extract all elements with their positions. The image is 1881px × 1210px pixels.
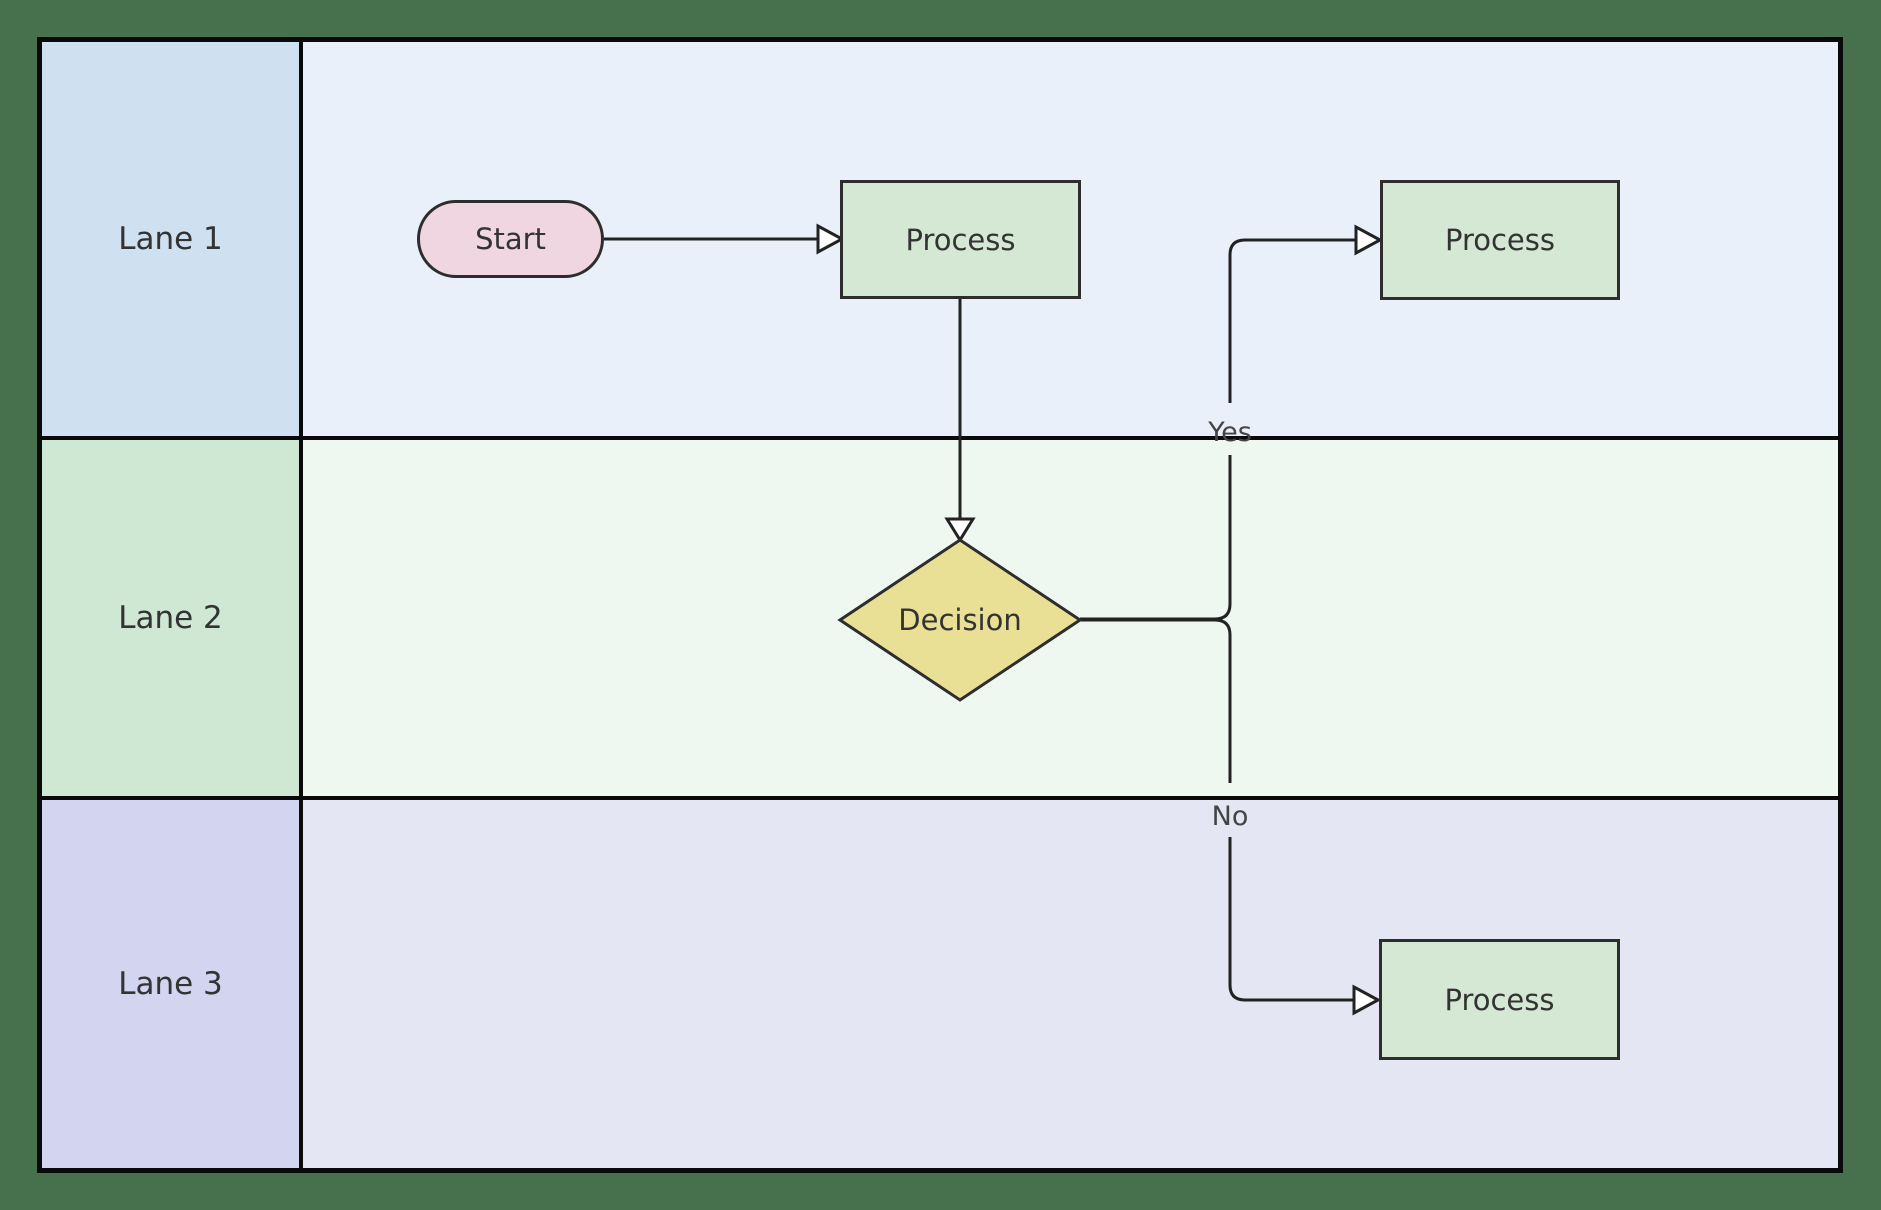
process2-node[interactable]: Process	[1380, 180, 1620, 300]
start-node[interactable]: Start	[417, 200, 604, 278]
edge-label-no: No	[1211, 800, 1249, 832]
arrowhead-decision-to-process3	[1352, 984, 1382, 1016]
process3-node[interactable]: Process	[1379, 939, 1620, 1060]
lane-3-label: Lane 3	[118, 966, 223, 1002]
process2-node-label: Process	[1444, 223, 1555, 257]
lane-2-header: Lane 2	[42, 440, 303, 796]
process1-node[interactable]: Process	[840, 180, 1081, 299]
arrowhead-decision-to-process2	[1354, 224, 1384, 256]
arrowhead-process1-to-decision	[944, 517, 976, 543]
arrowhead-start-to-process1	[816, 223, 846, 255]
lane-1-header: Lane 1	[42, 42, 303, 436]
lane-3-header: Lane 3	[42, 800, 303, 1168]
lane-2: Lane 2	[42, 440, 1838, 800]
edge-decision-to-process3	[1080, 618, 1354, 1002]
edge-label-yes: Yes	[1208, 416, 1252, 448]
decision-node-shape[interactable]	[837, 538, 1083, 702]
lane-1-label: Lane 1	[118, 221, 223, 257]
process1-node-label: Process	[905, 222, 1016, 257]
decision-node-label: Decision	[898, 603, 1022, 637]
start-node-label: Start	[475, 222, 546, 256]
process3-node-label: Process	[1444, 982, 1555, 1017]
lane-2-label: Lane 2	[118, 600, 223, 636]
